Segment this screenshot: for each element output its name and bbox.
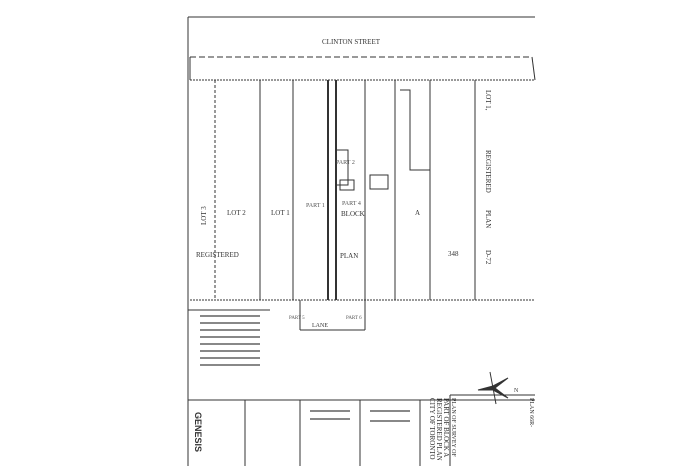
part1-label: PART 1: [306, 203, 325, 209]
lot2-label: LOT 2: [227, 209, 246, 217]
d72-label: D-72: [484, 250, 492, 265]
title-line: CITY OF TORONTO: [428, 398, 436, 460]
title-line: REGISTERED PLAN: [435, 398, 443, 461]
plan-reference: PLAN 66R-: [528, 398, 534, 428]
north-arrow-icon: [477, 371, 509, 405]
block-label: BLOCK: [341, 210, 365, 218]
north-label: N: [514, 388, 519, 394]
plan-number: 348: [448, 250, 459, 258]
lane-label: LANE: [312, 323, 328, 329]
lot1-right-label: LOT 1,: [484, 90, 492, 111]
lot1-label: LOT 1: [271, 209, 290, 217]
part2-label: PART 2: [336, 160, 355, 166]
part4-label: PART 4: [342, 201, 361, 207]
registered-label: REGISTERED: [196, 251, 239, 259]
plan-right-label: PLAN: [484, 210, 492, 229]
plan-label: PLAN: [340, 252, 359, 260]
street-name: CLINTON STREET: [322, 38, 381, 46]
block-letter: A: [415, 209, 421, 217]
part6-label: PART 6: [346, 316, 362, 321]
part5-label: PART 5: [289, 316, 305, 321]
title-line: PLAN OF SURVEY OF: [450, 398, 456, 457]
title-line: PART OF BLOCK A: [442, 398, 450, 458]
company-logo: GENESIS: [193, 412, 203, 453]
registered-right-label: REGISTERED: [484, 150, 492, 193]
lot3-label: LOT 3: [200, 206, 208, 225]
